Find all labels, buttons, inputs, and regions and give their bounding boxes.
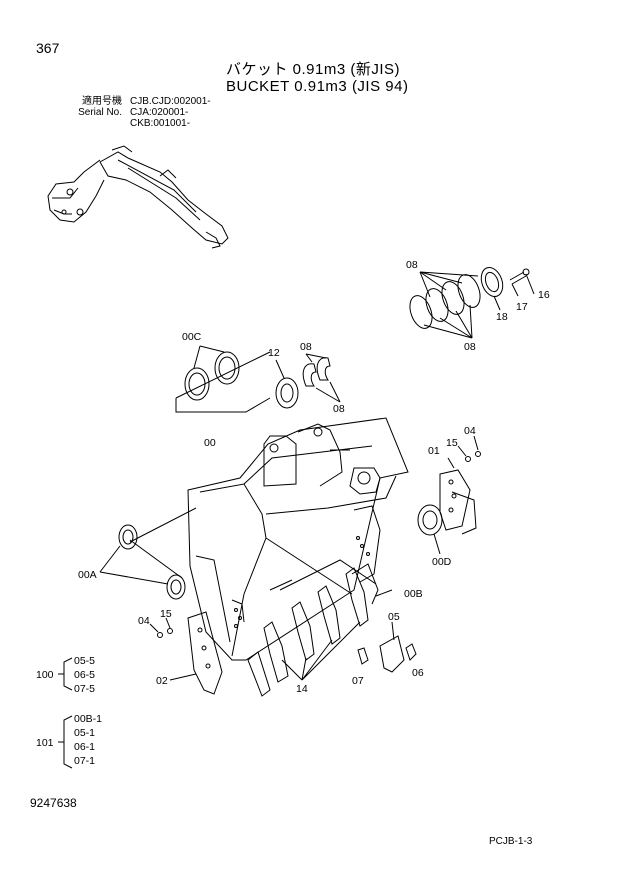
top-right-pin-group	[409, 266, 535, 339]
kit-number: 100	[36, 669, 54, 681]
boss-00A-group	[99, 524, 186, 600]
callout-18: 18	[496, 311, 508, 323]
excavator-thumbnail	[47, 145, 229, 249]
callout-07: 07	[352, 675, 364, 687]
callout-00C: 00C	[182, 331, 202, 343]
callout-06: 06	[412, 667, 424, 679]
serial-value: CKB:001001-	[130, 118, 191, 129]
serial-value: CJB.CJD:002001-	[130, 96, 211, 107]
serial-row: Serial No. CJA:020001-	[52, 107, 211, 118]
callout-08: 08	[333, 403, 345, 415]
callout-00B: 00B	[404, 588, 423, 600]
callout-00: 00	[204, 437, 216, 449]
kit-item: 07-1	[74, 755, 95, 767]
teeth-group	[247, 563, 417, 697]
callout-16: 16	[538, 289, 550, 301]
callout-17: 17	[516, 301, 528, 313]
callout-08: 08	[406, 259, 418, 271]
seal-00C-group	[175, 345, 271, 413]
side-cutter-group	[149, 435, 481, 695]
callout-01: 01	[428, 445, 440, 457]
callout-00A: 00A	[78, 569, 97, 581]
kit-item: 05-1	[74, 727, 95, 739]
serial-row: CKB:001001-	[52, 118, 211, 129]
kit-braces	[58, 657, 73, 769]
bucket-body	[129, 417, 409, 661]
kit-item: 07-5	[74, 683, 95, 695]
serial-label: Serial No.	[78, 107, 122, 118]
title-japanese: バケット 0.91m3 (新JIS)	[226, 61, 401, 78]
callout-04: 04	[138, 615, 150, 627]
document-code: 9247638	[30, 796, 77, 810]
callout-12: 12	[268, 347, 280, 359]
kit-item: 06-5	[74, 669, 95, 681]
callout-05: 05	[388, 611, 400, 623]
callout-04: 04	[464, 425, 476, 437]
callout-08: 08	[464, 341, 476, 353]
callout-15: 15	[446, 437, 458, 449]
callout-14: 14	[296, 683, 308, 695]
shim-12-group	[275, 353, 341, 409]
title-english: BUCKET 0.91m3 (JIS 94)	[226, 78, 409, 95]
callout-08: 08	[300, 341, 312, 353]
kit-item: 06-1	[74, 741, 95, 753]
serial-label: 適用号機	[82, 96, 122, 107]
callout-02: 02	[156, 675, 168, 687]
kit-lists: 100 05-5 06-5 07-5 101 00B-1 05-1 06-1 0…	[36, 655, 102, 767]
page-code: PCJB-1-3	[489, 836, 533, 847]
page-number: 367	[36, 40, 60, 56]
callout-labels: 08 16 17 18 08 00C 12 08 08 00 15 04 01 …	[78, 259, 550, 695]
callout-00D: 00D	[432, 556, 452, 568]
callout-15: 15	[160, 608, 172, 620]
kit-item: 05-5	[74, 655, 95, 667]
serial-number-block: 適用号機 CJB.CJD:002001- Serial No. CJA:0200…	[52, 96, 211, 129]
serial-row: 適用号機 CJB.CJD:002001-	[52, 96, 211, 107]
kit-item: 00B-1	[74, 713, 102, 725]
kit-number: 101	[36, 737, 54, 749]
serial-value: CJA:020001-	[130, 107, 189, 118]
